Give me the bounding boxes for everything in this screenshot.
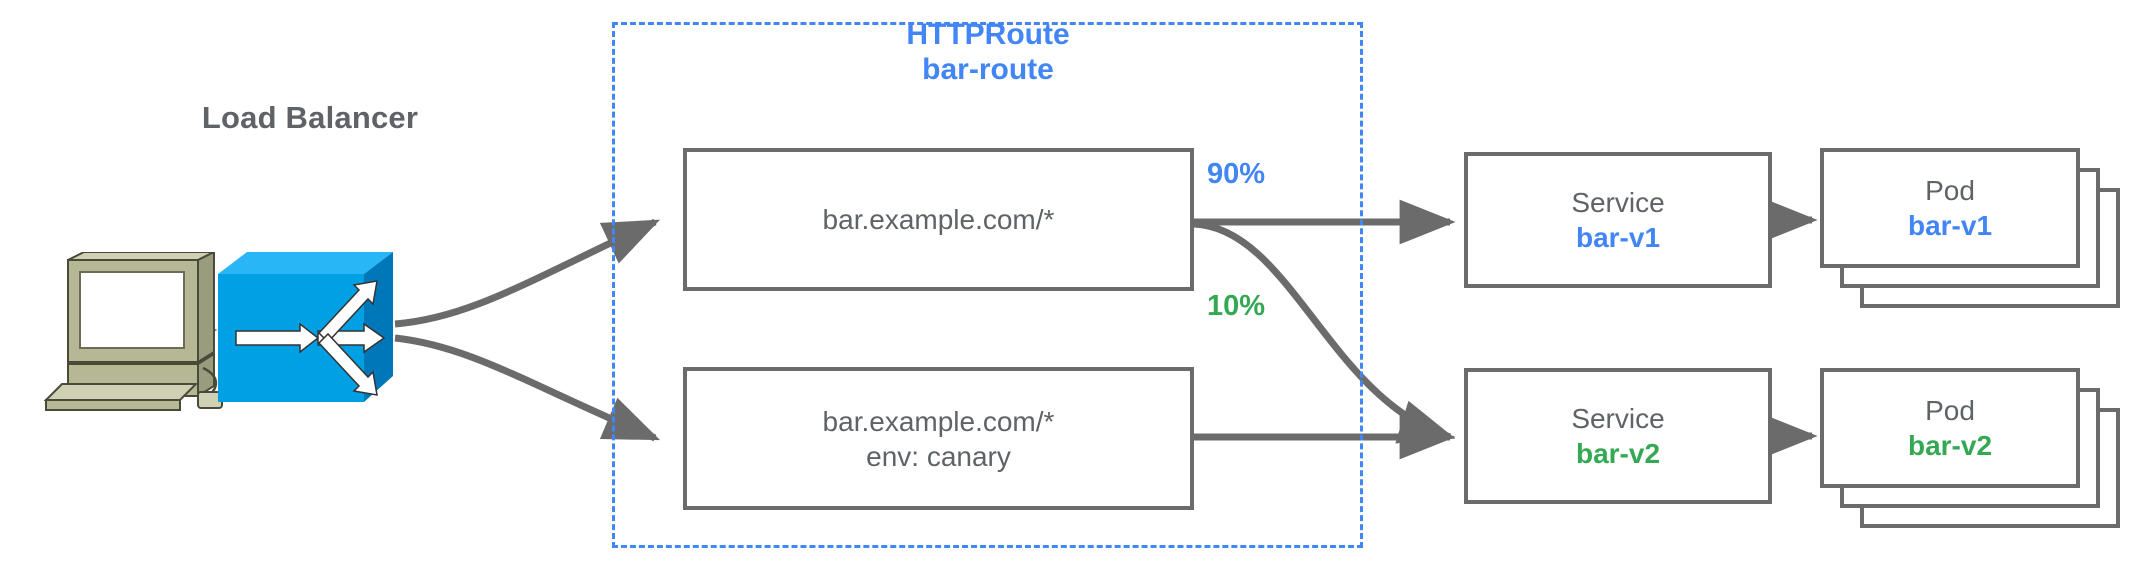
service-v1-label: Service bar-v1 [1468,185,1768,255]
pod-card-front-bar-v2[interactable]: Pod bar-v2 [1820,368,2080,488]
route-rule-box-primary[interactable]: bar.example.com/* [683,148,1194,291]
service-box-bar-v2[interactable]: Service bar-v2 [1464,368,1772,504]
pod-v2-kind: Pod [1925,395,1975,426]
service-box-bar-v1[interactable]: Service bar-v1 [1464,152,1772,288]
route-rule-box-canary[interactable]: bar.example.com/* env: canary [683,367,1194,510]
pod-stack-bar-v2[interactable]: Pod bar-v2 [1820,368,2120,528]
httproute-title: HTTPRoute bar-route [613,18,1363,87]
pod-v2-label: Pod bar-v2 [1824,393,2076,463]
pod-v1-label: Pod bar-v1 [1824,173,2076,243]
edge-lb-to-rule-canary [394,334,661,442]
service-v2-name: bar-v2 [1575,438,1661,469]
pod-card-front-bar-v1[interactable]: Pod bar-v1 [1820,148,2080,268]
route-rule-primary-label: bar.example.com/* [822,204,1055,235]
load-balancer-cube-icon [218,252,393,407]
pod-v1-kind: Pod [1925,175,1975,206]
load-balancer-title: Load Balancer [201,100,419,135]
pod-v1-name: bar-v1 [1907,210,1993,241]
edge-lb-to-rule-primary [394,218,661,328]
route-rule-canary-extra: env: canary [866,440,1011,472]
desktop-computer-icon [38,250,226,412]
pod-v2-name: bar-v2 [1907,430,1993,461]
pod-stack-bar-v1[interactable]: Pod bar-v1 [1820,148,2120,308]
weight-label-10: 10% [1207,290,1266,322]
httproute-name-label: bar-route [922,52,1054,86]
edge-rule-primary-to-service-v2 [1193,220,1456,444]
service-v2-label: Service bar-v2 [1468,401,1768,471]
service-v1-kind: Service [1571,187,1665,218]
route-rule-canary-host: bar.example.com/* [822,405,1055,437]
httproute-kind-label: HTTPRoute [906,18,1070,51]
route-rule-canary-label: bar.example.com/* env: canary [687,404,1190,474]
service-v2-kind: Service [1571,403,1665,434]
weight-label-90: 90% [1207,158,1266,190]
service-v1-name: bar-v1 [1575,222,1661,253]
